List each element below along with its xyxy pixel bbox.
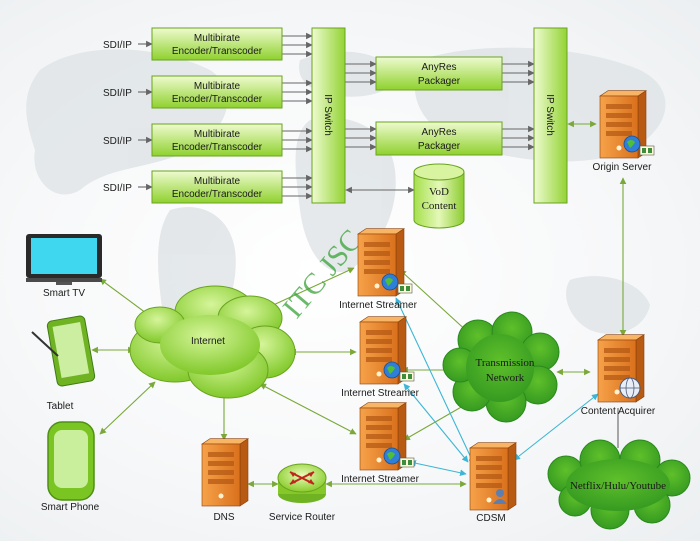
internet-cloud-shape: [129, 285, 296, 399]
internet-streamer-label: Internet Streamer: [341, 388, 419, 399]
connector-streamer-2-cdsm: [403, 383, 469, 463]
input-labels: SDI/IP SDI/IP SDI/IP SDI/IP: [103, 40, 132, 194]
transmission-title: Transmission: [476, 357, 535, 369]
internet-streamer-2-icon: [359, 316, 415, 385]
packager-box: AnyRes Packager: [375, 121, 503, 156]
providers-cloud-shape: [547, 439, 691, 530]
providers-cloud: Netflix/Hulu/Youtube: [547, 439, 691, 530]
connector-internet-streamer-3: [259, 383, 357, 435]
origin-server-label: Origin Server: [593, 162, 653, 173]
connector-tv-internet: [99, 278, 151, 317]
user-icon: [496, 489, 504, 497]
internet-streamer-label: Internet Streamer: [339, 300, 417, 311]
ip-switch-right: IP Switch: [533, 27, 568, 204]
transmission-cloud-shape: [442, 311, 560, 423]
sdi-label: SDI/IP: [103, 183, 132, 194]
encoder-title: Multibirate: [194, 33, 241, 44]
ip-switch-label: IP Switch: [322, 94, 333, 136]
tablet-icon: Tablet: [31, 315, 96, 412]
connector-acquirer-cdsm: [513, 393, 599, 461]
encoder-box: Multibirate Encoder/Transcoder: [151, 75, 283, 109]
packager-title: AnyRes: [421, 62, 456, 73]
encoder-subtitle: Encoder/Transcoder: [172, 46, 263, 57]
vod-content-storage: VoD Content: [413, 163, 465, 229]
dns-label: DNS: [213, 512, 234, 523]
internet-streamer-label: Internet Streamer: [341, 474, 419, 485]
smart-phone-icon: Smart Phone: [41, 421, 100, 513]
servers-group: [201, 90, 655, 511]
connector-phone-internet: [99, 381, 156, 435]
packager-subtitle: Packager: [418, 76, 461, 87]
media-chip-icon: [399, 371, 415, 382]
internet-label: Internet: [191, 336, 225, 347]
media-chip-icon: [639, 145, 655, 156]
tablet-label: Tablet: [47, 401, 74, 412]
vod-title: VoD: [429, 186, 449, 198]
ip-switch-left: IP Switch: [311, 27, 346, 204]
smart-phone-label: Smart Phone: [41, 502, 100, 513]
stylus-icon: [31, 331, 59, 357]
encoder-box: Multibirate Encoder/Transcoder: [151, 170, 283, 204]
packager-subtitle: Packager: [418, 141, 461, 152]
encoder-title: Multibirate: [194, 129, 241, 140]
encoder-subtitle: Encoder/Transcoder: [172, 189, 263, 200]
connector-switch-to-packagers: [345, 60, 377, 151]
packager-box: AnyRes Packager: [375, 56, 503, 91]
connectors: [91, 32, 627, 488]
sdi-label: SDI/IP: [103, 88, 132, 99]
origin-server-icon: [599, 90, 655, 159]
dns-server-icon: [201, 438, 249, 507]
connector-encoders-to-switch: [282, 32, 313, 200]
content-acquirer-icon: [597, 334, 645, 403]
server-labels: Origin Server Internet Streamer Internet…: [213, 162, 655, 524]
providers-label: Netflix/Hulu/Youtube: [570, 480, 666, 492]
content-acquirer-label: Content Acquirer: [581, 406, 656, 417]
encoder-title: Multibirate: [194, 81, 241, 92]
connector-streamer-3-cdsm: [409, 460, 467, 476]
media-chip-icon: [399, 457, 415, 468]
internet-cloud: Internet: [129, 285, 296, 399]
encoder-subtitle: Encoder/Transcoder: [172, 142, 263, 153]
encoder-title: Multibirate: [194, 176, 241, 187]
transmission-network-cloud: Transmission Network: [442, 311, 560, 423]
internet-streamer-1-icon: [357, 228, 413, 297]
cdsm-label: CDSM: [476, 513, 505, 524]
service-router: Service Router: [269, 463, 336, 523]
sdi-label: SDI/IP: [103, 136, 132, 147]
cdsm-server-icon: [469, 442, 517, 511]
router-arrowheads-icon: [290, 472, 314, 484]
smart-tv-label: Smart TV: [43, 288, 85, 299]
internet-streamer-3-icon: [359, 402, 415, 471]
ip-switch-label: IP Switch: [544, 94, 555, 136]
media-chip-icon: [397, 283, 413, 294]
service-router-label: Service Router: [269, 512, 336, 523]
sdi-label: SDI/IP: [103, 40, 132, 51]
encoder-box: Multibirate Encoder/Transcoder: [151, 123, 283, 157]
encoder-subtitle: Encoder/Transcoder: [172, 94, 263, 105]
smart-tv-icon: Smart TV: [26, 234, 102, 299]
transmission-subtitle: Network: [486, 372, 525, 384]
packager-title: AnyRes: [421, 127, 456, 138]
connector-packagers-to-switch: [502, 60, 535, 151]
encoder-box: Multibirate Encoder/Transcoder: [151, 27, 283, 61]
vod-subtitle: Content: [422, 200, 457, 212]
